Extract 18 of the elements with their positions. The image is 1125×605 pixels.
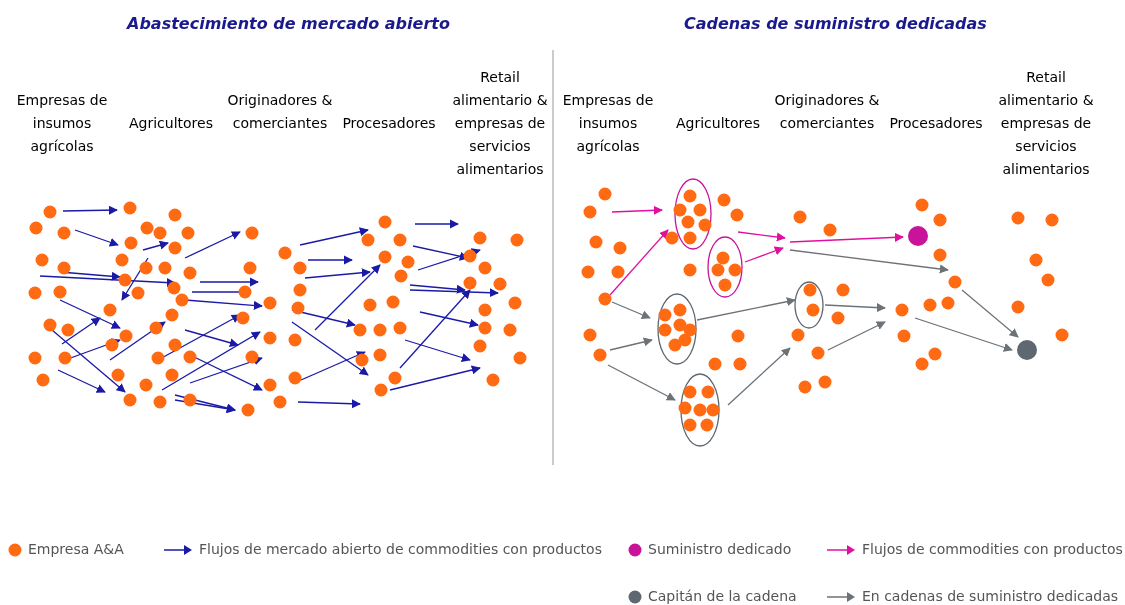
panel-title: Cadenas de suministro dedicadas: [684, 14, 987, 33]
stage-heading: Retail alimentario & empresas de servicios alimentarios: [451, 68, 549, 179]
stage-heading: Originadores & comerciantes: [773, 91, 881, 133]
stage-heading: Agricultores: [675, 114, 761, 133]
legend-label: Flujos de mercado abierto de commodities con productos: [199, 541, 602, 557]
stage-heading: Agricultores: [128, 114, 214, 133]
stage-heading: Procesadores: [341, 114, 437, 133]
stage-heading: Empresas de insumos agrícolas: [15, 91, 109, 156]
panel-title: Abastecimiento de mercado abierto: [127, 14, 450, 33]
legend-label: Empresa A&A: [28, 541, 124, 557]
stage-heading: Originadores & comerciantes: [226, 91, 334, 133]
legend-label: En cadenas de suministro dedicadas: [862, 588, 1119, 604]
stage-heading: Empresas de insumos agrícolas: [561, 91, 655, 156]
legend-label: Capitán de la cadena: [648, 588, 797, 604]
legend-label: Suministro dedicado: [648, 541, 792, 557]
legend-label: Flujos de commodities con productos: [862, 541, 1123, 557]
stage-heading: Procesadores: [888, 114, 984, 133]
stage-heading: Retail alimentario & empresas de servicios alimentarios: [997, 68, 1095, 179]
